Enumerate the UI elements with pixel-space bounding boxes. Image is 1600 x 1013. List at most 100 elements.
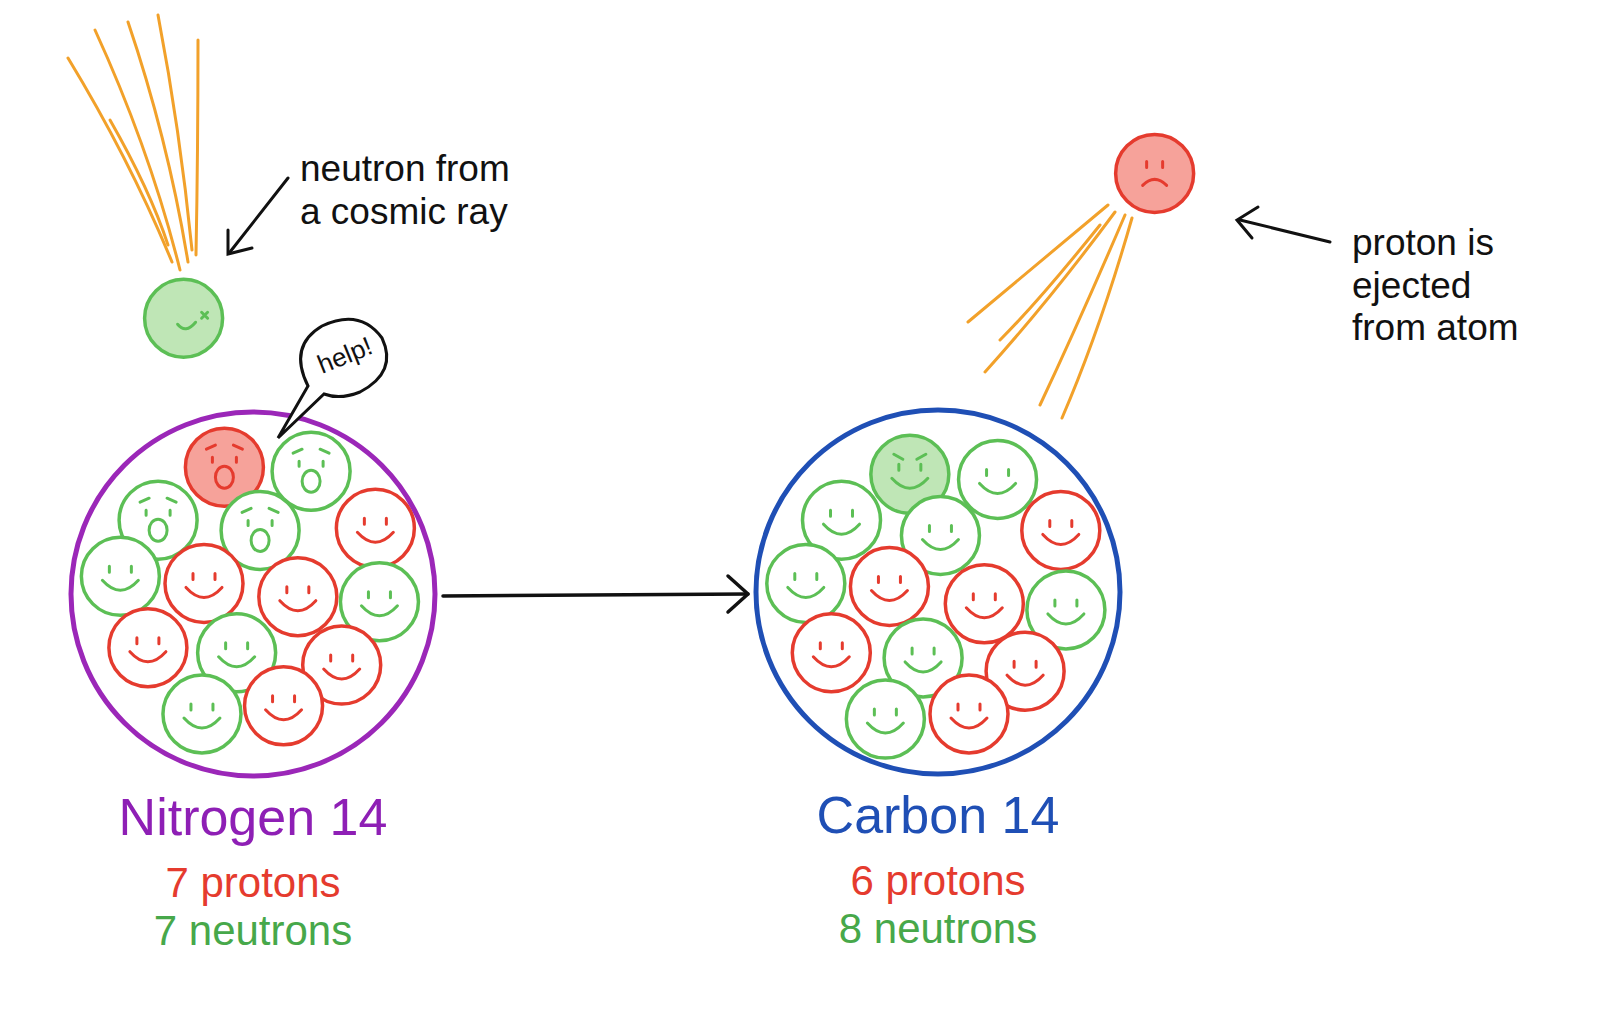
arrow-shaft xyxy=(443,594,748,596)
particle-face xyxy=(831,510,853,516)
particle-face xyxy=(980,483,1016,493)
nucleus-circle xyxy=(71,412,435,776)
particle-face xyxy=(109,566,131,572)
neutron xyxy=(81,537,159,615)
particle-face xyxy=(867,723,903,733)
proton xyxy=(1022,491,1100,569)
particle-body xyxy=(245,667,323,745)
particle-body xyxy=(336,489,414,567)
annotation: neutron from a cosmic ray xyxy=(300,148,540,233)
proton xyxy=(945,565,1023,643)
ray-streak xyxy=(1062,218,1132,418)
annotation: proton is ejected from atom xyxy=(1352,222,1534,350)
particle-face xyxy=(788,587,824,597)
particle-face xyxy=(820,643,842,649)
nucleus-caption: Nitrogen 14 7 protons7 neutrons xyxy=(63,404,443,955)
proton xyxy=(336,489,414,567)
particle-body xyxy=(850,548,928,626)
particle-body xyxy=(767,544,845,622)
particle-face xyxy=(215,466,233,488)
proton xyxy=(930,675,1008,753)
neutron xyxy=(145,279,223,357)
particle-body xyxy=(163,675,241,753)
particle-face xyxy=(1043,534,1079,544)
proton xyxy=(1116,134,1194,212)
neutron xyxy=(163,675,241,753)
particle-face xyxy=(905,662,941,672)
arrow-head xyxy=(728,576,748,612)
neutron xyxy=(767,544,845,622)
leader-head xyxy=(1237,207,1258,238)
particle-body xyxy=(1116,134,1194,212)
particle-body xyxy=(1022,491,1100,569)
particle-face xyxy=(149,519,167,541)
particle-face xyxy=(273,696,295,702)
particle-face xyxy=(226,643,248,649)
particle-face xyxy=(364,518,386,524)
isotope-name: Carbon 14 xyxy=(748,787,1128,844)
particle-face xyxy=(287,587,309,593)
particle-face xyxy=(191,704,213,710)
cosmic-ray-streaks xyxy=(68,15,1132,418)
particle-face xyxy=(368,592,390,598)
neutron xyxy=(846,680,924,758)
particle-face xyxy=(178,312,208,329)
nucleus-outline xyxy=(63,404,443,784)
particle-face xyxy=(1050,520,1072,526)
particle-face xyxy=(899,464,921,470)
particle-face xyxy=(130,652,166,662)
isotope-name: Nitrogen 14 xyxy=(63,789,443,846)
ray-streak xyxy=(158,15,192,250)
particle-face xyxy=(892,478,928,488)
neutron xyxy=(959,440,1037,518)
ray-streak xyxy=(985,212,1115,372)
particle-face xyxy=(324,669,360,679)
ray-streak xyxy=(1040,215,1125,405)
particle-count: 7 neutrons xyxy=(63,908,443,954)
ray-streak xyxy=(196,40,198,255)
particle-face xyxy=(1048,614,1084,624)
particle-face xyxy=(361,606,397,616)
leader-line xyxy=(1240,220,1330,242)
particle-face xyxy=(894,454,926,459)
particle-count: 6 protons xyxy=(748,858,1128,904)
particle-body xyxy=(945,565,1023,643)
particle-face xyxy=(302,470,320,492)
particle-face xyxy=(871,591,907,601)
speech-bubble: help! xyxy=(290,316,390,402)
particle-body xyxy=(81,537,159,615)
particle-face xyxy=(251,529,269,551)
particle-count: 8 neutrons xyxy=(748,906,1128,952)
particle-face xyxy=(102,580,138,590)
nucleus-caption: Carbon 14 6 protons8 neutrons xyxy=(748,402,1128,953)
particle-count: 7 protons xyxy=(63,860,443,906)
particle-face xyxy=(186,587,222,597)
particle-face xyxy=(1007,675,1043,685)
ray-streak xyxy=(110,120,168,245)
particle-body xyxy=(109,609,187,687)
particle-face xyxy=(958,704,980,710)
proton xyxy=(259,558,337,636)
particle-face xyxy=(331,655,353,661)
ray-streak xyxy=(1000,225,1100,340)
proton xyxy=(245,667,323,745)
proton xyxy=(165,544,243,622)
proton xyxy=(109,609,187,687)
leader-line xyxy=(230,178,288,252)
particle-face xyxy=(951,718,987,728)
particle-body xyxy=(846,680,924,758)
particle-face xyxy=(137,638,159,644)
particle-body xyxy=(145,279,223,357)
particle-body xyxy=(792,614,870,692)
particle-face xyxy=(140,498,176,515)
nucleus-circle xyxy=(756,410,1120,774)
particle-face xyxy=(242,508,278,525)
particle-face xyxy=(878,577,900,583)
particle-face xyxy=(1014,661,1036,667)
particle-face xyxy=(929,526,951,532)
particle-face xyxy=(874,709,896,715)
nucleus: Carbon 14 6 protons8 neutrons xyxy=(748,402,1128,953)
nucleus: Nitrogen 14 7 protons7 neutrons xyxy=(63,404,443,955)
proton xyxy=(850,548,928,626)
particle-face xyxy=(795,573,817,579)
